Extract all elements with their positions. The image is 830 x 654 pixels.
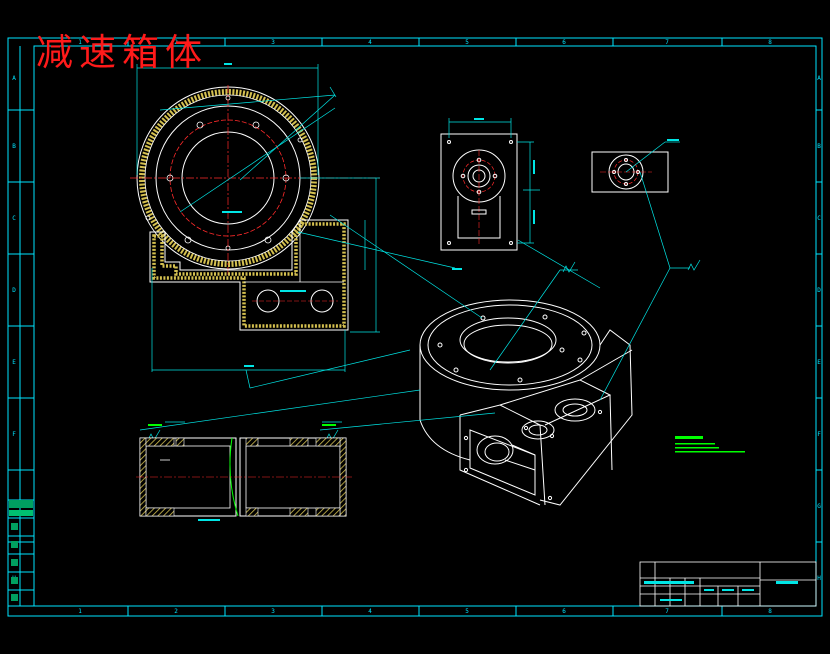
col-label: 5 <box>465 39 469 46</box>
title-block <box>639 561 817 607</box>
row-label: A <box>12 75 16 82</box>
side-view <box>440 118 540 251</box>
col-label: 2 <box>174 608 178 615</box>
row-label: H <box>817 575 821 582</box>
revision-block <box>7 499 35 607</box>
surface-finish-symbol <box>147 259 701 441</box>
section-view <box>136 424 352 521</box>
grid-labels: 1 2 3 4 5 6 7 8 1 2 3 4 5 6 7 8 A B C D … <box>12 39 821 615</box>
row-label: E <box>817 359 821 366</box>
row-label: C <box>12 215 16 222</box>
col-label: 6 <box>562 608 566 615</box>
row-label: D <box>12 287 16 294</box>
row-label: G <box>817 503 821 510</box>
row-label: F <box>817 431 821 438</box>
column-ticks <box>127 38 723 616</box>
top-view-dimensions <box>136 63 462 389</box>
drawing-title: 减速箱体 <box>36 31 208 74</box>
row-label: B <box>12 143 16 150</box>
leader-lines <box>139 171 690 431</box>
col-label: 4 <box>368 608 372 615</box>
col-label: 1 <box>78 39 82 46</box>
sheet-frame <box>7 37 823 617</box>
row-label: A <box>817 75 821 82</box>
row-ticks <box>8 109 822 543</box>
col-label: 4 <box>368 39 372 46</box>
row-label: E <box>12 359 16 366</box>
top-view <box>130 85 380 331</box>
col-label: 3 <box>271 39 275 46</box>
row-label: D <box>817 287 821 294</box>
detail-view <box>591 139 680 193</box>
isometric-view <box>419 299 633 506</box>
col-label: 8 <box>768 39 772 46</box>
row-label: C <box>817 215 821 222</box>
col-label: 6 <box>562 39 566 46</box>
row-label: F <box>12 431 16 438</box>
col-label: 1 <box>78 608 82 615</box>
col-label: 5 <box>465 608 469 615</box>
iso-bolt-holes <box>437 314 603 501</box>
col-label: 2 <box>174 39 178 46</box>
col-label: 7 <box>665 39 669 46</box>
row-label: B <box>817 143 821 150</box>
col-label: 7 <box>665 608 669 615</box>
col-label: 8 <box>768 608 772 615</box>
col-label: 3 <box>271 608 275 615</box>
technical-notes <box>675 436 745 453</box>
